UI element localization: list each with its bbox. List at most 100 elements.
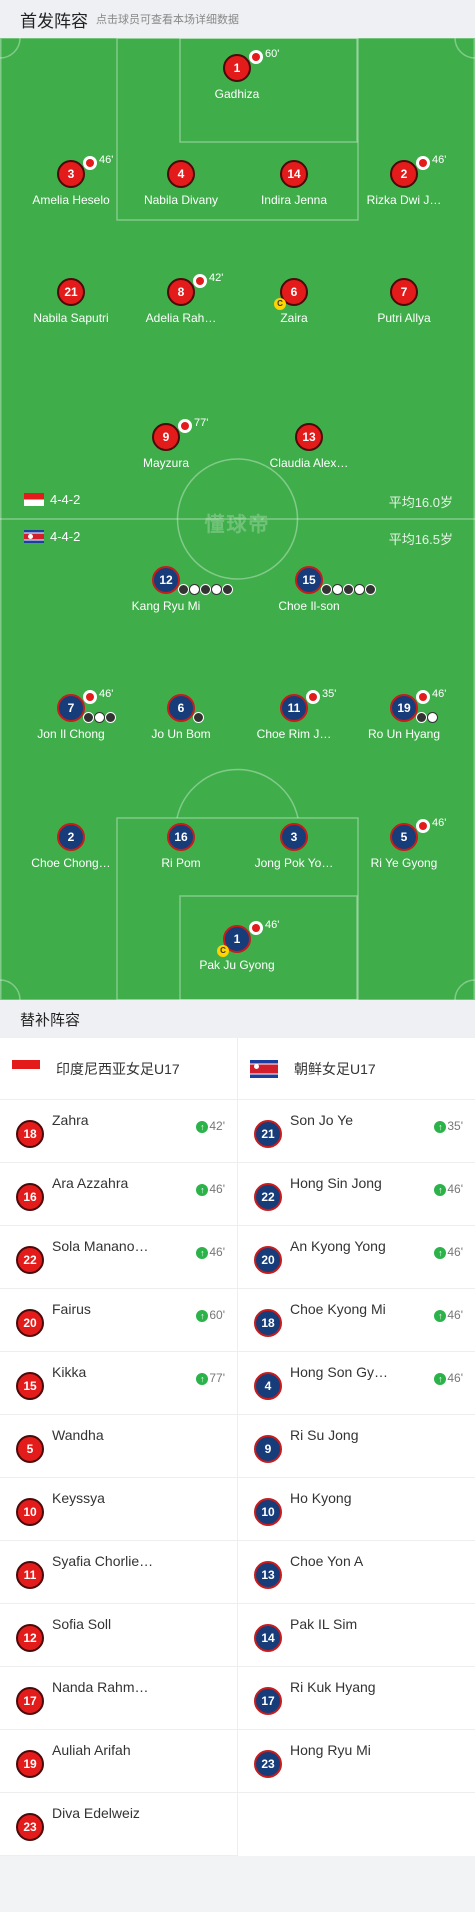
- sub-in-minute: 42': [209, 1119, 225, 1133]
- sub-name: Auliah Arifah: [52, 1742, 131, 1758]
- sub-name: Zahra: [52, 1112, 89, 1128]
- sub-in-minute: 46': [209, 1182, 225, 1196]
- sub-name: Kikka: [52, 1364, 87, 1380]
- sub-number: 18: [254, 1309, 282, 1337]
- football-icon: [427, 712, 438, 723]
- away-formation-row: 4-4-2: [24, 529, 80, 544]
- player-number: 14: [280, 160, 308, 188]
- substitution-minute: 35': [322, 688, 337, 700]
- sub-in-time: ↑46': [434, 1371, 463, 1385]
- substitution-minute: 46': [432, 688, 447, 700]
- arrow-up-icon: ↑: [196, 1184, 209, 1196]
- away-player[interactable]: 16 Ri Pom: [121, 823, 241, 870]
- player-name: Indira Jenna: [260, 193, 328, 207]
- home-sub-row[interactable]: 19 Auliah Arifah: [0, 1730, 237, 1793]
- substitution-minute: 46': [99, 154, 114, 166]
- sub-number: 23: [254, 1750, 282, 1778]
- sub-name: Nanda Rahm…: [52, 1679, 149, 1695]
- sub-name: Keyssya: [52, 1490, 105, 1506]
- substitution-out-icon: [249, 921, 263, 935]
- player-name: Adelia Rah…: [145, 311, 217, 325]
- player-number: 16: [167, 823, 195, 851]
- sub-name: Ara Azzahra: [52, 1175, 129, 1191]
- player-name: Pak Ju Gyong: [199, 958, 275, 972]
- arrow-up-icon: ↑: [434, 1373, 447, 1385]
- sub-in-minute: 46': [447, 1245, 463, 1259]
- player-number: 12: [152, 566, 233, 595]
- sub-in-time: ↑35': [434, 1119, 463, 1133]
- football-icon: [416, 712, 427, 723]
- substitution-minute: 46': [265, 919, 280, 931]
- football-icon: [178, 584, 189, 595]
- football-icon: [211, 584, 222, 595]
- north-korea-flag-icon: [250, 1059, 278, 1078]
- sub-number: 19: [16, 1750, 44, 1778]
- away-avg-age: 平均16.5岁: [388, 532, 453, 547]
- player-name: Ri Pom: [161, 856, 201, 870]
- arrow-up-icon: ↑: [196, 1310, 209, 1322]
- sub-number: 21: [254, 1120, 282, 1148]
- football-icon: [354, 584, 365, 595]
- captain-badge: C: [274, 298, 286, 310]
- sub-name: Choe Kyong Mi: [290, 1301, 386, 1317]
- sub-name: Hong Son Gy…: [290, 1364, 389, 1380]
- north-korea-flag-icon: [24, 530, 44, 543]
- sub-name: Syafia Chorlie…: [52, 1553, 154, 1569]
- player-name: Choe Il-son: [278, 599, 340, 613]
- sub-in-minute: 35': [447, 1119, 463, 1133]
- substitution-minute: 60': [265, 48, 280, 60]
- sub-name: Ri Kuk Hyang: [290, 1679, 376, 1695]
- arrow-up-icon: ↑: [196, 1121, 209, 1133]
- sub-number: 23: [16, 1813, 44, 1841]
- home-team-header: 印度尼西亚女足U17: [0, 1038, 237, 1100]
- substitution-out-icon: [178, 419, 192, 433]
